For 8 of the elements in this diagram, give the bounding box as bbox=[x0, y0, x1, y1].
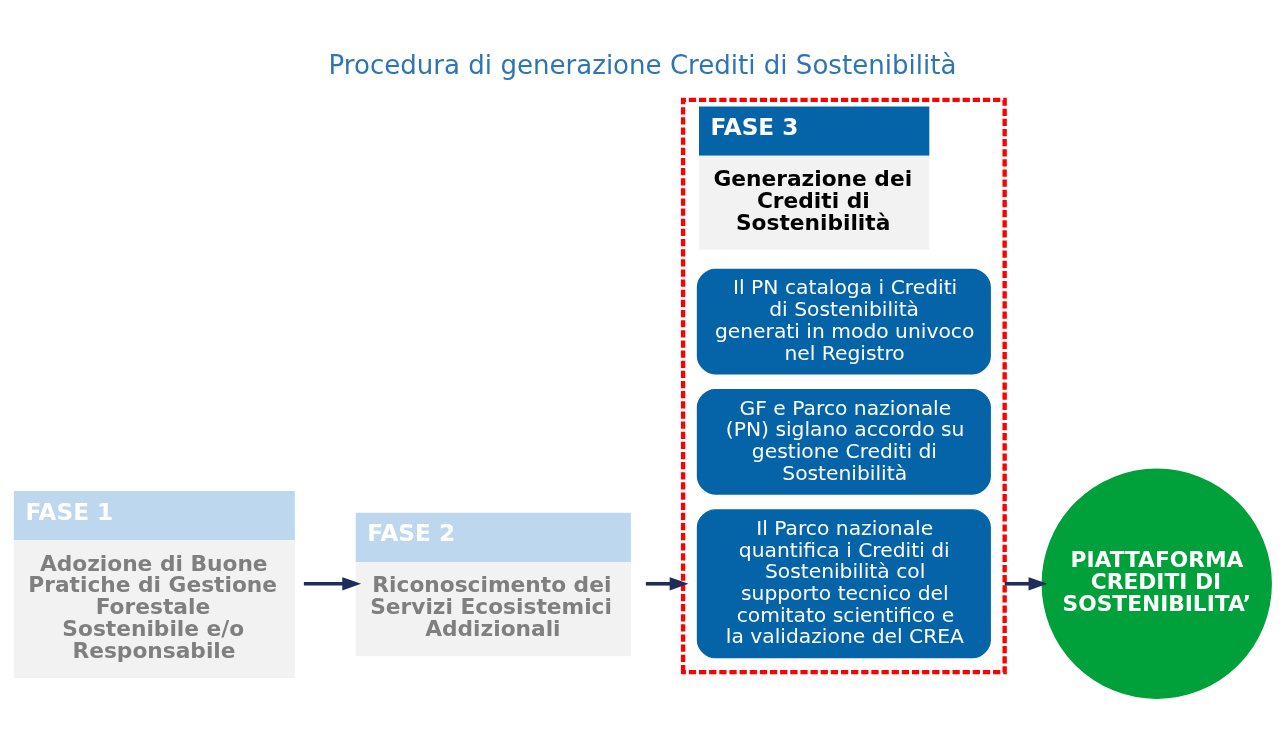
node-box: Il Parco nazionale quantifica i Crediti di Sostenibilità col supporto tecnico del comitato scientifico e la validazione del CREA bbox=[696, 508, 991, 658]
node-box: Il PN cataloga i Crediti di Sostenibilità generati in modo univoco nel Registro bbox=[696, 268, 991, 374]
node-circle: PIATTAFORMA CREDITI DI SOSTENIBILITA’ bbox=[1041, 468, 1272, 699]
diagram-title: Procedura di generazione Crediti di Sostenibilità bbox=[328, 49, 957, 80]
arrow bbox=[645, 576, 689, 590]
arrow bbox=[1004, 576, 1048, 590]
arrow bbox=[303, 576, 362, 590]
node-box: GF e Parco nazionale (PN) siglano accordo su gestione Crediti di Sostenibilità bbox=[696, 388, 991, 495]
